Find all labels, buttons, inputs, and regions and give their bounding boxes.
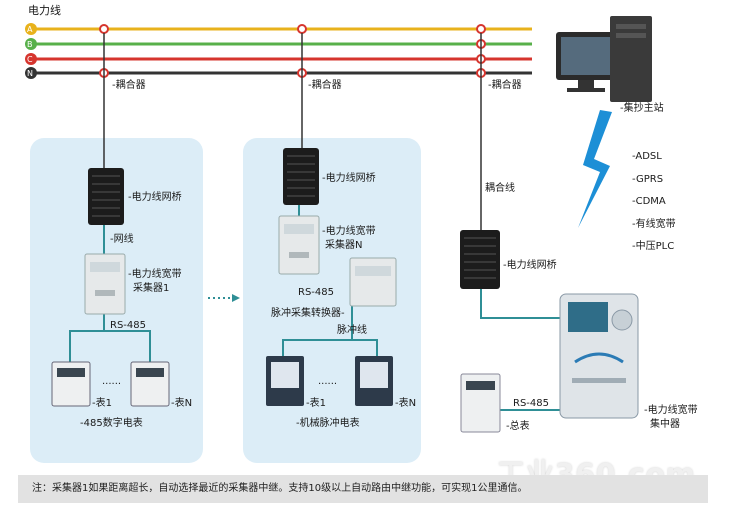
phase-c-circle [25,53,37,65]
pulse-meter-n [355,356,393,406]
meter-1-label-a: -表1 [92,398,112,409]
phase-n-circle [25,67,37,79]
coupler-label-1: -耦合器 [112,80,146,91]
coupling-line-label: 耦合线 [485,183,515,194]
phase-b-circle [25,38,37,50]
collector-1 [84,253,126,315]
collector-n [278,215,320,275]
power-line-title: 电力线 [28,4,61,17]
rs485-label-2: RS-485 [298,287,334,298]
group-b-caption: -机械脉冲电表 [296,418,360,429]
meter-1-label-b: -表1 [306,398,326,409]
bridge-device-1 [88,168,124,225]
bridge-device-2 [283,148,319,205]
coupler-tap [297,24,307,34]
bridge-label-2: -电力线网桥 [322,173,376,184]
phase-b-label: B [27,40,33,49]
phase-a-circle [25,23,37,35]
main-meter-label: -总表 [506,421,530,432]
bridge-device-3 [460,230,500,289]
concentrator-device [559,293,639,419]
collector-n-label: -电力线宽带 [322,226,376,237]
pulse-meter-1 [266,356,304,406]
digital-meter-1 [51,361,91,407]
main-meter [460,373,501,433]
network-type-item: -ADSL [632,151,662,162]
meter-n-label-a: -表N [171,398,193,409]
phase-a-label: A [27,25,33,34]
wireless-link-icon [578,110,612,228]
coupler-label-2: -耦合器 [308,80,342,91]
concentrator-label-2: 集中器 [650,419,680,430]
network-cable-label: -网线 [110,234,134,245]
pulse-converter-label: 脉冲采集转换器- [271,308,345,319]
master-station-label: -集抄主站 [620,103,664,114]
ellipsis-a: ...... [102,376,122,387]
master-station-computer [556,16,652,102]
phase-n-label: N [27,69,33,78]
pulse-line-label: 脉冲线 [337,325,367,336]
coupler-tap [99,24,109,34]
pulse-converter [349,257,397,307]
network-type-item: -CDMA [632,196,666,207]
network-type-item: -中压PLC [632,241,675,252]
phase-c-label: C [27,55,33,64]
collector-n-label-2: 采集器N [325,240,363,251]
digital-meter-n [130,361,170,407]
collector-1-label-2: 采集器1 [133,283,170,294]
footnote: 注：采集器1如果距离超长，自动选择最近的采集器中继。支持10级以上自动路由中继功… [18,475,708,503]
network-type-item: -GPRS [632,174,664,185]
meter-n-label-b: -表N [395,398,417,409]
group-a-caption: -485数字电表 [80,418,143,429]
coupler-label-3: -耦合器 [488,80,522,91]
network-type-item: -有线宽带 [632,219,676,230]
rs485-label-1: RS-485 [110,320,146,331]
rs485-label-3: RS-485 [513,398,549,409]
ellipsis-b: ...... [318,376,338,387]
concentrator-label: -电力线宽带 [644,405,698,416]
bridge-label-1: -电力线网桥 [128,192,182,203]
collector-1-label: -电力线宽带 [128,269,182,280]
coupler-tap [476,24,486,34]
bridge-label-3: -电力线网桥 [503,260,557,271]
